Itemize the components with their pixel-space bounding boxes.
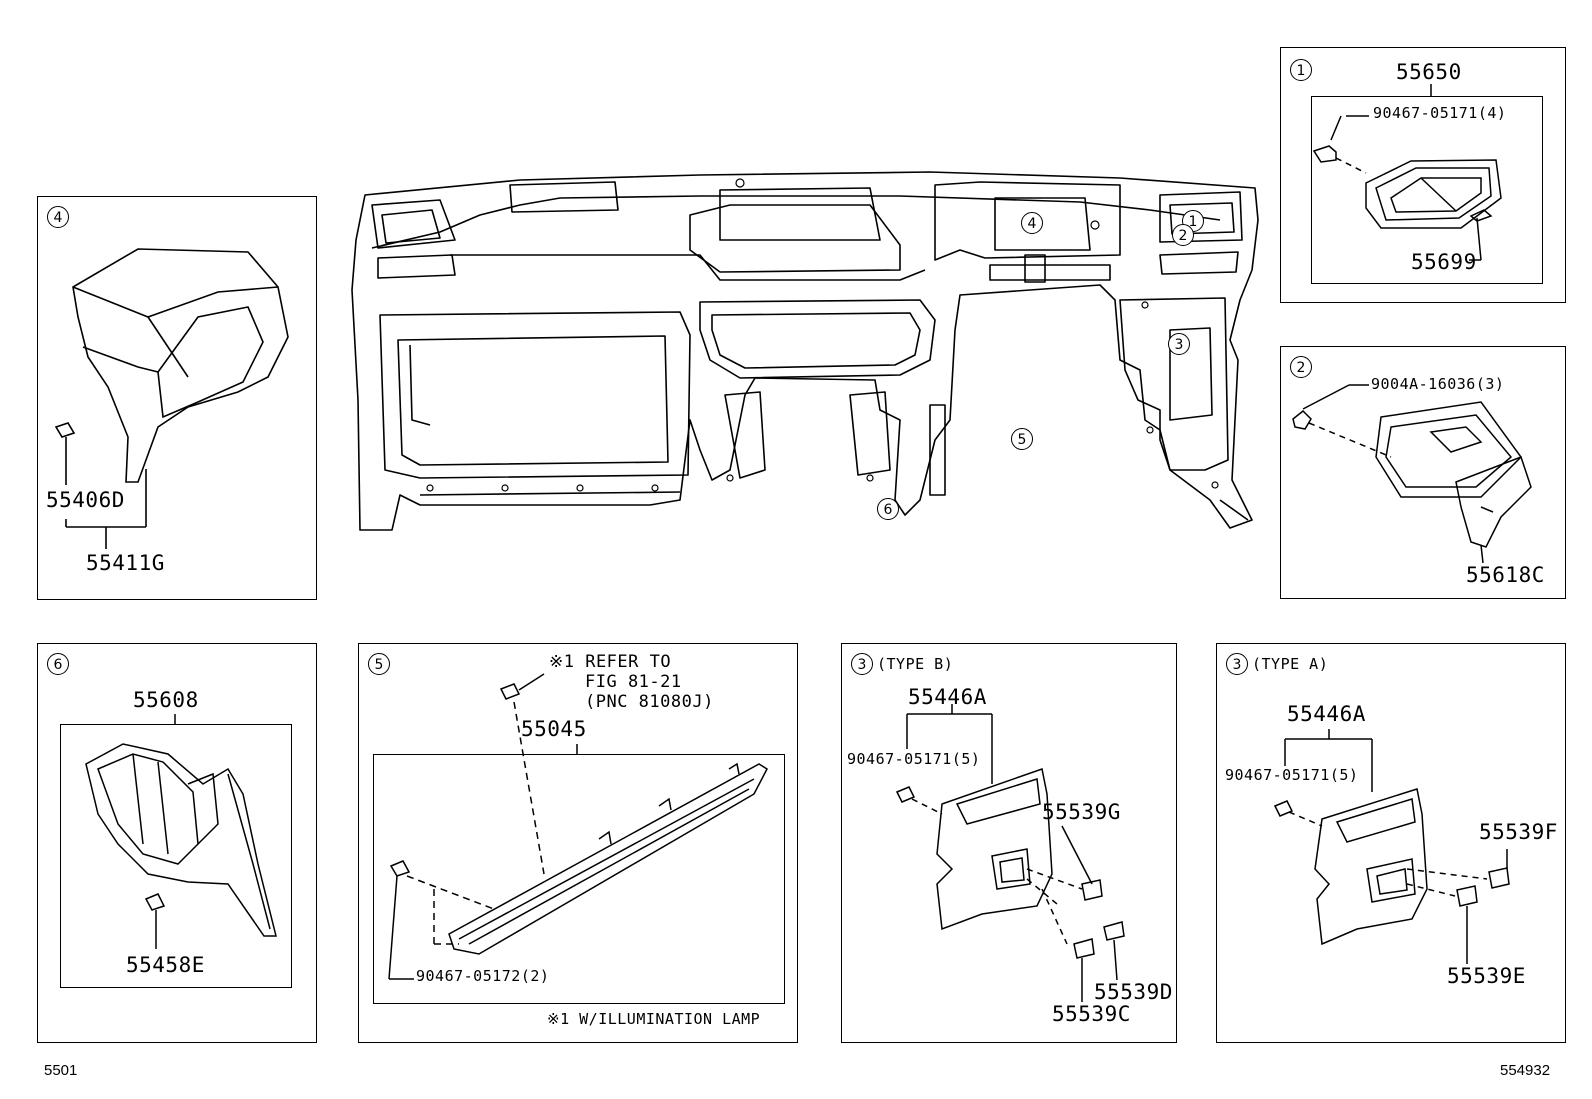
clip-90467-05172-label: 90467-05172(2) (416, 967, 550, 985)
dash-marker-5: 5 (1011, 428, 1033, 450)
part-55539c-label: 55539C (1052, 1002, 1131, 1026)
part-55539g-label: 55539G (1042, 800, 1121, 824)
illumination-footnote: ※1 W/ILLUMINATION LAMP (547, 1010, 761, 1028)
panel-1: 1 55650 90467-05171(4) 55699 (1280, 47, 1566, 303)
panel-5-marker: 5 (368, 653, 390, 675)
panel-2-art (1292, 384, 1532, 564)
panel-3a-art (1273, 729, 1510, 964)
panel-1-marker: 1 (1290, 59, 1312, 81)
panel-6: 6 55608 55458E (37, 643, 317, 1043)
panel-6-art (85, 714, 277, 949)
panel-3a-marker: 3 (1226, 653, 1248, 675)
clip-label: 90467-05171(4) (1373, 104, 1507, 122)
panel-5-inner-frame (373, 754, 785, 1004)
clip-90467-05171-b-label: 90467-05171(5) (847, 750, 981, 768)
panel-3b-art (895, 704, 1125, 1002)
panel-5: 5 ※1 REFER TO FIG 81-21 (PNC 81080J) 550… (358, 643, 798, 1043)
refer-note-line3: (PNC 81080J) (585, 692, 714, 712)
part-55411g-label: 55411G (86, 551, 165, 575)
part-55406d-label: 55406D (46, 488, 125, 512)
part-55045-label: 55045 (521, 717, 587, 741)
panel-3-type-b: 3 (TYPE B) 55446A 90467-05171(5) 55539G … (841, 643, 1177, 1043)
refer-note-line2: FIG 81-21 (585, 672, 682, 692)
panel-6-marker: 6 (47, 653, 69, 675)
dash-marker-4: 4 (1021, 212, 1043, 234)
part-55539d-label: 55539D (1094, 980, 1173, 1004)
panel-3-type-a: 3 (TYPE A) 55446A 90467-05171(5) 55539F … (1216, 643, 1566, 1043)
part-55458e-label: 55458E (126, 953, 205, 977)
dash-marker-3: 3 (1168, 333, 1190, 355)
panel-3b-marker: 3 (851, 653, 873, 675)
part-55650-label: 55650 (1396, 60, 1462, 84)
footer-left-code: 5501 (44, 1062, 78, 1079)
footer-right-code: 554932 (1500, 1062, 1551, 1079)
type-b-label: (TYPE B) (877, 655, 954, 673)
dash-marker-2: 2 (1172, 224, 1194, 246)
refer-note-line1: ※1 REFER TO (549, 652, 672, 672)
part-55699-label: 55699 (1411, 250, 1477, 274)
part-55618c-label: 55618C (1466, 563, 1545, 587)
panel-4-marker: 4 (47, 206, 69, 228)
panel-2: 2 9004A-16036(3) 55618C (1280, 346, 1566, 599)
part-55446a-a-label: 55446A (1287, 702, 1366, 726)
panel-1-inner-frame (1311, 96, 1543, 284)
panel-6-inner-frame (60, 724, 292, 988)
panel-5-art (388, 673, 768, 980)
panel-4: 4 55406D 55411G (37, 196, 317, 600)
part-55539f-label: 55539F (1479, 820, 1558, 844)
part-55539e-label: 55539E (1447, 964, 1526, 988)
screw-label: 9004A-16036(3) (1371, 375, 1505, 393)
panel-2-marker: 2 (1290, 356, 1312, 378)
part-55608-label: 55608 (133, 688, 199, 712)
dash-marker-6: 6 (877, 498, 899, 520)
panel-4-art (54, 248, 289, 549)
panel-1-art (1312, 84, 1502, 261)
type-a-label: (TYPE A) (1252, 655, 1329, 673)
clip-90467-05171-a-label: 90467-05171(5) (1225, 766, 1359, 784)
part-55446a-b-label: 55446A (908, 685, 987, 709)
